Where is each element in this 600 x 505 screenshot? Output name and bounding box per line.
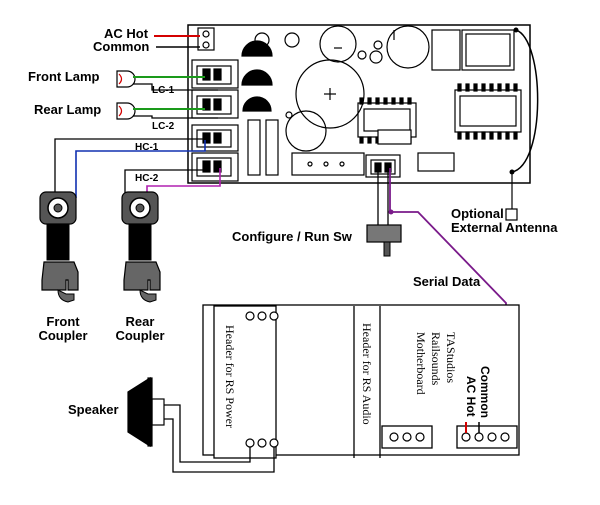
external-antenna-label: External Antenna (451, 220, 558, 235)
header-rs-audio-label: Header for RS Audio (360, 323, 374, 425)
rear-coupler-black-wire (124, 169, 206, 196)
ac-hot-label: AC Hot (104, 26, 149, 41)
rear-coupler-label-2: Coupler (115, 328, 165, 343)
configure-run-switch-label: Configure / Run Sw (232, 229, 352, 244)
motherboard-label: Motherboard (414, 332, 428, 395)
lc2-label: LC-2 (152, 121, 175, 132)
circuit-board (187, 24, 531, 184)
railsounds-label: Railsounds (429, 332, 443, 386)
hc2-label: HC-2 (135, 173, 159, 184)
common-vertical-label: Common (478, 366, 492, 418)
front-lamp-label: Front Lamp (28, 69, 100, 84)
tastudios-label: TAStudios (444, 332, 458, 384)
speaker-label: Speaker (68, 402, 119, 417)
rs-power-pins (245, 311, 279, 448)
front-coupler-label-1: Front (46, 314, 80, 329)
rear-coupler (121, 191, 161, 303)
speaker-wire-2 (164, 418, 275, 473)
front-coupler-label-2: Coupler (38, 328, 88, 343)
rear-coupler-label-1: Rear (125, 314, 155, 329)
speaker-wire-1 (164, 404, 251, 463)
optional-label: Optional (451, 206, 504, 221)
serial-data-label: Serial Data (413, 274, 481, 289)
speaker (127, 376, 165, 448)
ac-hot-vertical-label: AC Hot (464, 376, 478, 417)
front-coupler (39, 191, 79, 303)
front-lamp-black-wire (133, 83, 218, 91)
front-coupler-black-wire (54, 138, 208, 198)
hc1-label: HC-1 (135, 142, 159, 153)
front-lamp-bulb (116, 70, 136, 88)
lc1-label: LC-1 (152, 85, 175, 96)
motherboard-pins-left (389, 432, 425, 442)
motherboard-pins-right (461, 432, 510, 442)
rear-lamp-bulb (116, 102, 136, 120)
header-rs-power-label: Header for RS Power (223, 325, 237, 428)
rear-lamp-label: Rear Lamp (34, 102, 102, 117)
configure-run-switch (366, 224, 402, 257)
common-label: Common (93, 39, 150, 54)
rear-lamp-black-wire (133, 115, 218, 119)
hc1-blue-wire (75, 140, 206, 198)
antenna-loop (511, 29, 539, 173)
external-antenna-terminal (505, 208, 518, 221)
